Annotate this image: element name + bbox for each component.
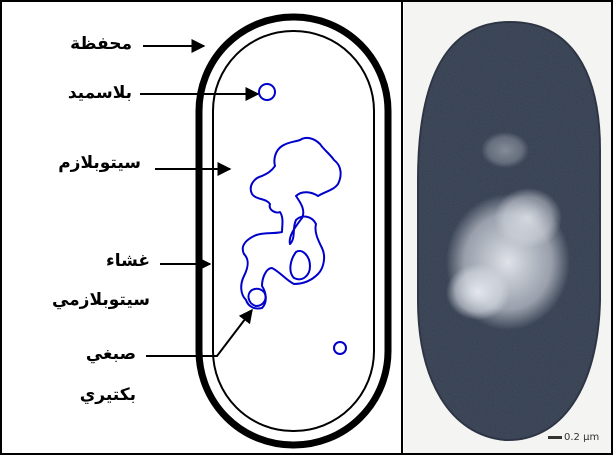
chromosome-label-line1: صبغي xyxy=(86,344,136,364)
membrane-label-line1: غشاء xyxy=(106,251,150,271)
cytoplasm-label: سيتوبلازم xyxy=(58,153,141,173)
chromosome-label-line2: بكتيري xyxy=(80,385,136,405)
scale-bar-label: 0.2 µm xyxy=(564,432,599,443)
membrane-label-line2: سيتوبلازمي xyxy=(52,290,150,310)
capsule-label: محفظة xyxy=(70,34,132,54)
scale-bar xyxy=(548,436,562,439)
plasmid-label: بلاسميد xyxy=(68,83,132,103)
electron-micrograph: 0.2 µm xyxy=(404,2,611,453)
